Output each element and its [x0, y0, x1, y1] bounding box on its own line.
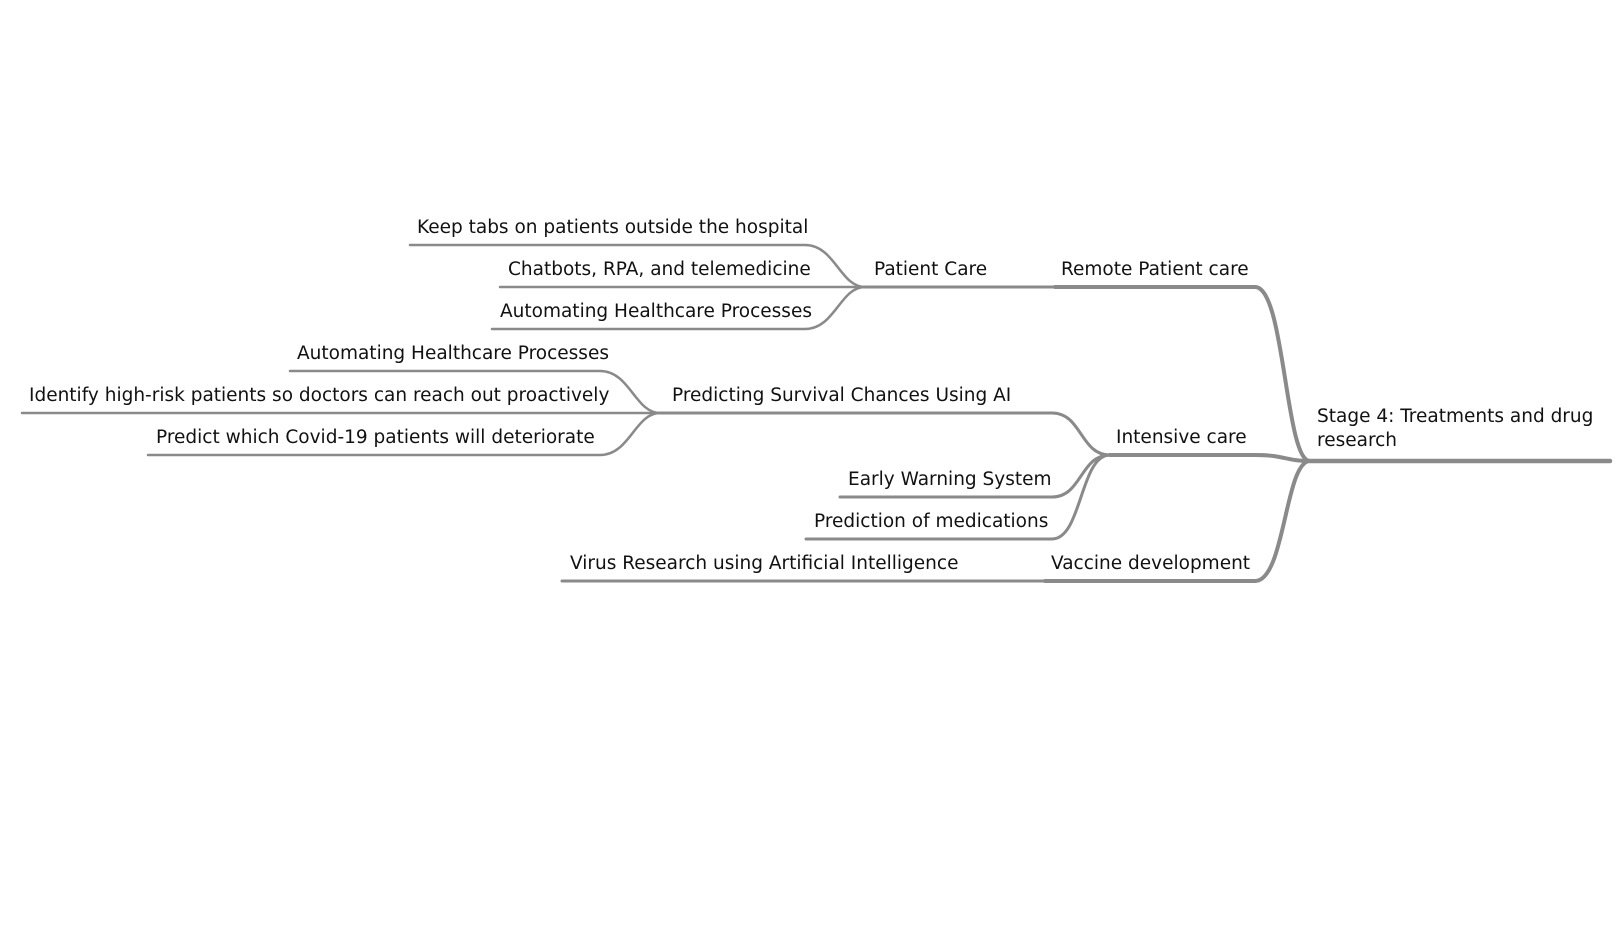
branch-vaccine-development[interactable]: Vaccine development	[1051, 553, 1251, 574]
patient-care-item-3-connector	[490, 285, 867, 331]
root-label-line-1: Stage 4: Treatments and drug	[1317, 406, 1594, 427]
leaf-virus-research[interactable]: Virus Research using Artificial Intellig…	[570, 553, 959, 574]
leaf-keep-tabs[interactable]: Keep tabs on patients outside the hospit…	[417, 217, 809, 238]
predicting-survival-item-3-connector	[146, 411, 662, 457]
leaf-prediction-medications[interactable]: Prediction of medications	[814, 511, 1049, 532]
intensive-care-item-2-connector	[804, 453, 1112, 541]
branch-intensive-care[interactable]: Intensive care	[1116, 427, 1247, 448]
branch-remote-patient-care[interactable]: Remote Patient care	[1061, 259, 1249, 280]
leaf-early-warning[interactable]: Early Warning System	[848, 469, 1052, 490]
leaf-chatbots[interactable]: Chatbots, RPA, and telemedicine	[508, 259, 811, 280]
node-patient-care[interactable]: Patient Care	[874, 259, 988, 280]
branch-remote-patient-care-connector	[1053, 285, 1312, 463]
branch-vaccine-development-connector	[1043, 459, 1312, 583]
branch-intensive-care-connector	[1108, 453, 1312, 463]
node-predicting-survival[interactable]: Predicting Survival Chances Using AI	[672, 385, 1012, 406]
patient-care-item-1-connector	[408, 243, 867, 289]
leaf-predict-covid[interactable]: Predict which Covid-19 patients will det…	[156, 427, 595, 448]
predicting-survival-item-1-connector	[288, 369, 662, 415]
root-node[interactable]: Stage 4: Treatments and drug research	[1317, 405, 1593, 453]
leaf-automating-2[interactable]: Automating Healthcare Processes	[297, 343, 609, 364]
leaf-identify-high-risk[interactable]: Identify high-risk patients so doctors c…	[29, 385, 610, 406]
root-label-line-2: research	[1317, 430, 1398, 451]
leaf-automating-1[interactable]: Automating Healthcare Processes	[500, 301, 812, 322]
predicting-survival-connector	[658, 411, 1112, 457]
